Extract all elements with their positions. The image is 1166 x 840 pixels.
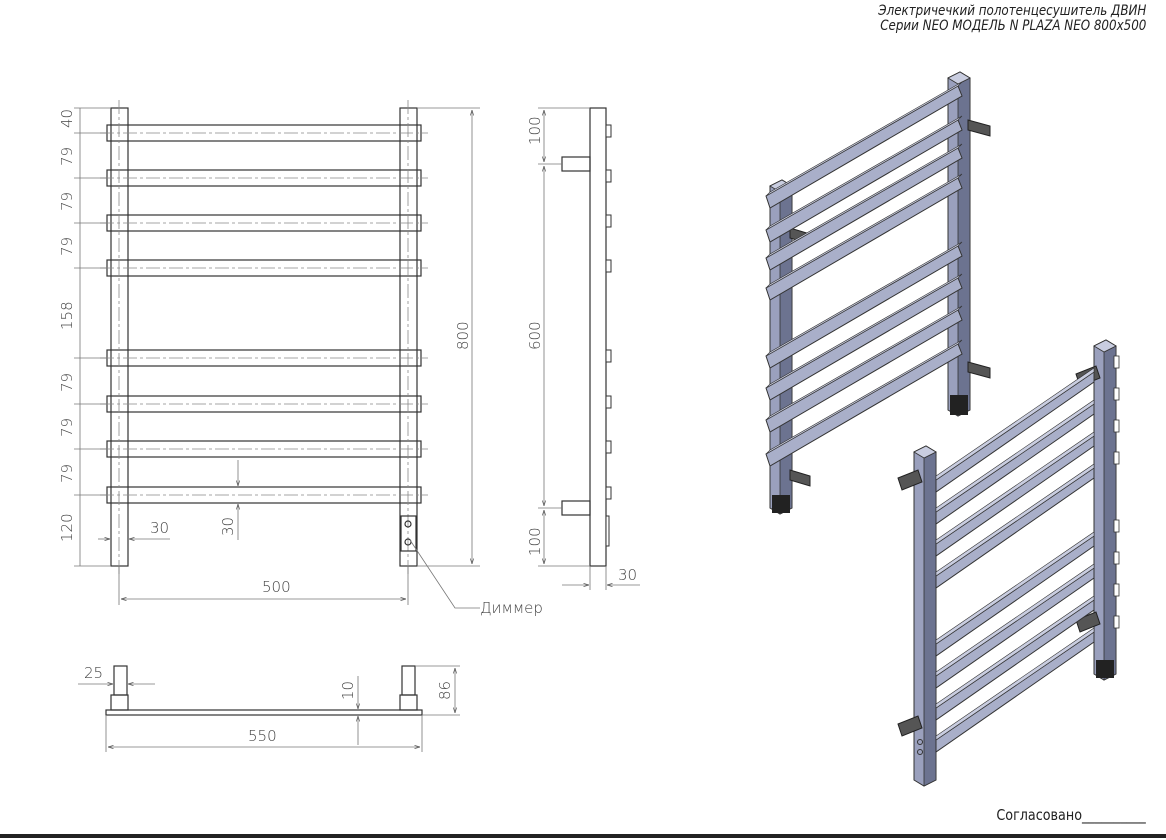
dim-top-86: 86 <box>436 681 454 700</box>
side-post <box>589 107 607 567</box>
front-bars <box>106 124 422 504</box>
left-post <box>110 107 129 567</box>
dim-side-100-top: 100 <box>526 116 544 145</box>
dim-40: 40 <box>58 109 76 128</box>
title-line-1: Электричечкий полотенцесушитель ДВИН <box>877 3 1146 19</box>
top-view: 25 10 86 550 <box>78 664 460 752</box>
dim-120: 120 <box>58 513 76 542</box>
top-left-post <box>113 665 128 696</box>
top-right-post <box>401 665 416 696</box>
dimmer-box <box>400 515 417 552</box>
dim-side-30: 30 <box>618 566 637 584</box>
top-left-bracket <box>110 694 129 711</box>
dim-bar-30: 30 <box>219 517 237 536</box>
bottom-mount-bracket <box>561 500 591 516</box>
top-mount-bracket <box>561 156 591 172</box>
dim-side-600: 600 <box>526 321 544 350</box>
dim-79-c: 79 <box>58 237 76 256</box>
dim-79-e: 79 <box>58 418 76 437</box>
isometric-back-view <box>897 339 1120 787</box>
side-view: 100 600 100 30 <box>526 107 640 590</box>
dim-top-25: 25 <box>84 664 103 682</box>
dim-500: 500 <box>262 578 291 596</box>
dim-79-d: 79 <box>58 373 76 392</box>
front-view: Диммер 40 79 79 79 158 79 79 79 120 <box>58 100 543 617</box>
approval-signature-field: Согласовано__________ <box>996 806 1146 824</box>
dimmer-label: Диммер <box>480 599 543 617</box>
dim-800: 800 <box>454 321 472 350</box>
drawing-title: Электричечкий полотенцесушитель ДВИН Сер… <box>878 4 1146 34</box>
bottom-border <box>0 834 1166 838</box>
dim-top-550: 550 <box>248 727 277 745</box>
title-line-2: Серии NEO МОДЕЛЬ N PLAZA NEO 800x500 <box>879 18 1146 34</box>
dimmer-knob-icon <box>404 520 412 528</box>
dim-79-f: 79 <box>58 464 76 483</box>
dim-79-a: 79 <box>58 147 76 166</box>
isometric-front-view <box>765 71 991 515</box>
dimmer-leader <box>409 539 480 609</box>
dim-79-b: 79 <box>58 192 76 211</box>
right-post <box>399 107 418 567</box>
dim-top-10: 10 <box>339 681 357 700</box>
top-right-bracket <box>399 694 418 711</box>
dim-side-100-bottom: 100 <box>526 527 544 556</box>
left-dimensions: 40 79 79 79 158 79 79 79 120 <box>58 109 76 542</box>
dim-158: 158 <box>58 301 76 330</box>
dim-post-30: 30 <box>150 519 169 537</box>
top-bar <box>105 709 423 716</box>
